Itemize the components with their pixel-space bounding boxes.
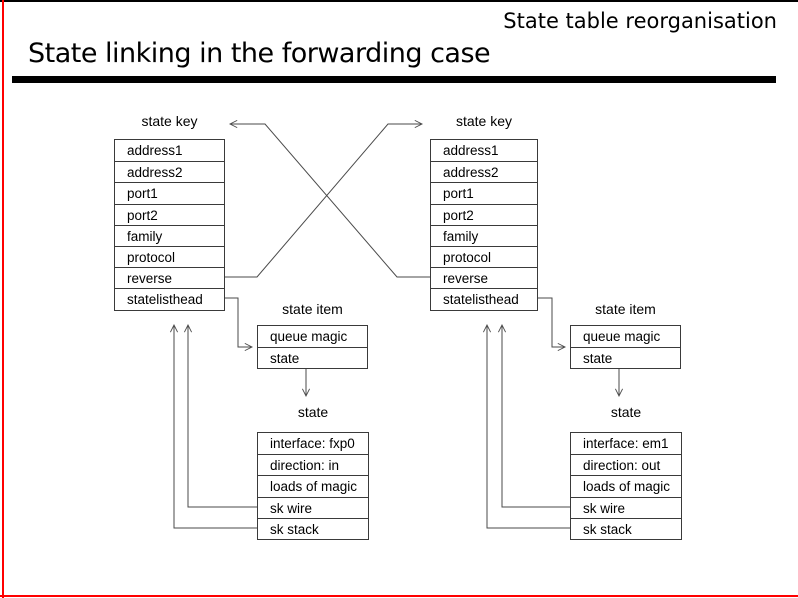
table-row: statelisthead: [115, 288, 224, 309]
table-row: port1: [115, 182, 224, 203]
state-item-right-label: state item: [595, 301, 656, 317]
state-item-right-table: queue magic state: [570, 325, 681, 370]
table-row: statelisthead: [431, 288, 537, 309]
page-title: State linking in the forwarding case: [28, 38, 491, 69]
table-row: port2: [115, 203, 224, 225]
table-row: direction: in: [258, 454, 368, 475]
deck-title: State table reorganisation: [503, 9, 777, 33]
table-row: family: [115, 224, 224, 246]
state-right-label: state: [610, 404, 642, 420]
table-row: queue magic: [270, 329, 348, 344]
pointer-left-sk-stack-to-state-key: [169, 323, 257, 529]
table-row: direction: out: [571, 454, 681, 475]
table-row: interface: em1: [583, 436, 669, 451]
pointer-right-statelisthead-to-state-item: [538, 297, 567, 352]
state-item-left-table: queue magic state: [257, 325, 368, 370]
table-row: address1: [443, 143, 499, 158]
state-left-label: state: [297, 404, 329, 420]
table-row: loads of magic: [571, 475, 681, 496]
pointer-left-sk-wire-to-state-key: [183, 323, 257, 508]
table-row: interface: fxp0: [270, 436, 355, 451]
table-row: family: [431, 224, 537, 246]
table-row: address2: [115, 161, 224, 182]
pointer-right-sk-wire-to-state-key: [497, 323, 570, 508]
left-border-line: [2, 0, 4, 598]
table-row: address1: [127, 143, 183, 158]
pointer-right-reverse-to-left-state-key: [228, 119, 430, 278]
top-border-line: [0, 0, 798, 2]
state-item-left-label: state item: [282, 301, 343, 317]
state-key-left-label: state key: [141, 113, 198, 129]
table-row: reverse: [431, 267, 537, 288]
table-row: reverse: [115, 267, 224, 288]
table-row: port2: [431, 203, 537, 225]
table-row: state: [258, 347, 367, 368]
pointer-left-statelisthead-to-state-item: [225, 297, 254, 352]
table-row: protocol: [115, 245, 224, 267]
table-row: protocol: [431, 245, 537, 267]
table-row: port1: [431, 182, 537, 203]
pointer-right-sk-stack-to-state-key: [482, 323, 570, 529]
table-row: queue magic: [583, 329, 661, 344]
table-row: sk stack: [571, 517, 681, 539]
table-row: address2: [431, 161, 537, 182]
pointer-left-reverse-to-right-state-key: [225, 119, 424, 278]
title-underline-rule: [12, 76, 776, 83]
table-row: sk wire: [258, 496, 368, 518]
table-row: state: [571, 347, 680, 368]
bottom-border-line: [0, 595, 798, 597]
state-key-right-label: state key: [455, 113, 513, 129]
table-row: sk stack: [258, 517, 368, 539]
table-row: sk wire: [571, 496, 681, 518]
table-row: loads of magic: [258, 475, 368, 496]
